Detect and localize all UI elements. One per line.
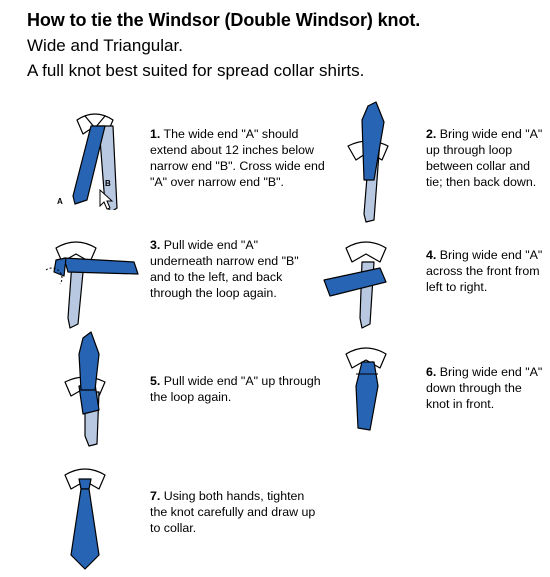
subtitle-wide: Wide and Triangular.	[27, 36, 183, 55]
step-5-body: Pull wide end "A" up through the loop ag…	[150, 374, 321, 404]
label-a: A	[57, 197, 63, 206]
step-5-illustration	[64, 331, 106, 447]
step-3-number: 3.	[150, 238, 161, 252]
step-6-number: 6.	[426, 365, 437, 379]
step-3-body: Pull wide end "A" underneath narrow end …	[150, 238, 299, 300]
subtitle-collar: A full knot best suited for spread colla…	[27, 61, 365, 80]
page-title: How to tie the Windsor (Double Windsor) …	[27, 10, 421, 30]
step-4-number: 4.	[426, 248, 437, 262]
step-1-number: 1.	[150, 127, 161, 141]
step-5-number: 5.	[150, 374, 161, 388]
step-1-text: 1. The wide end "A" should extend about …	[150, 126, 330, 190]
step-4-body: Bring wide end "A" across the front from…	[426, 248, 543, 294]
step-2-number: 2.	[426, 127, 437, 141]
step-1-illustration: A B	[57, 113, 118, 210]
step-5-text: 5. Pull wide end "A" up through the loop…	[150, 373, 330, 405]
step-2-illustration	[347, 101, 389, 223]
step-6-body: Bring wide end "A" down through the knot…	[426, 365, 543, 411]
step-3-text: 3. Pull wide end "A" underneath narrow e…	[150, 237, 322, 301]
step-7-number: 7.	[150, 489, 161, 503]
step-6-text: 6. Bring wide end "A" down through the k…	[426, 364, 544, 412]
cursor-arrow-icon	[99, 188, 114, 210]
step-2-body: Bring wide end "A" up through loop betwe…	[426, 127, 543, 189]
step-3-illustration	[45, 241, 139, 329]
step-1-body: The wide end "A" should extend about 12 …	[150, 127, 325, 189]
step-7-text: 7. Using both hands, tighten the knot ca…	[150, 488, 320, 536]
label-b: B	[105, 179, 111, 188]
step-7-body: Using both hands, tighten the knot caref…	[150, 489, 316, 535]
step-7-illustration	[64, 468, 106, 570]
step-4-text: 4. Bring wide end "A" across the front f…	[426, 247, 544, 295]
step-2-text: 2. Bring wide end "A" up through loop be…	[426, 126, 544, 190]
step-6-illustration	[345, 347, 387, 431]
step-4-illustration	[323, 241, 387, 329]
